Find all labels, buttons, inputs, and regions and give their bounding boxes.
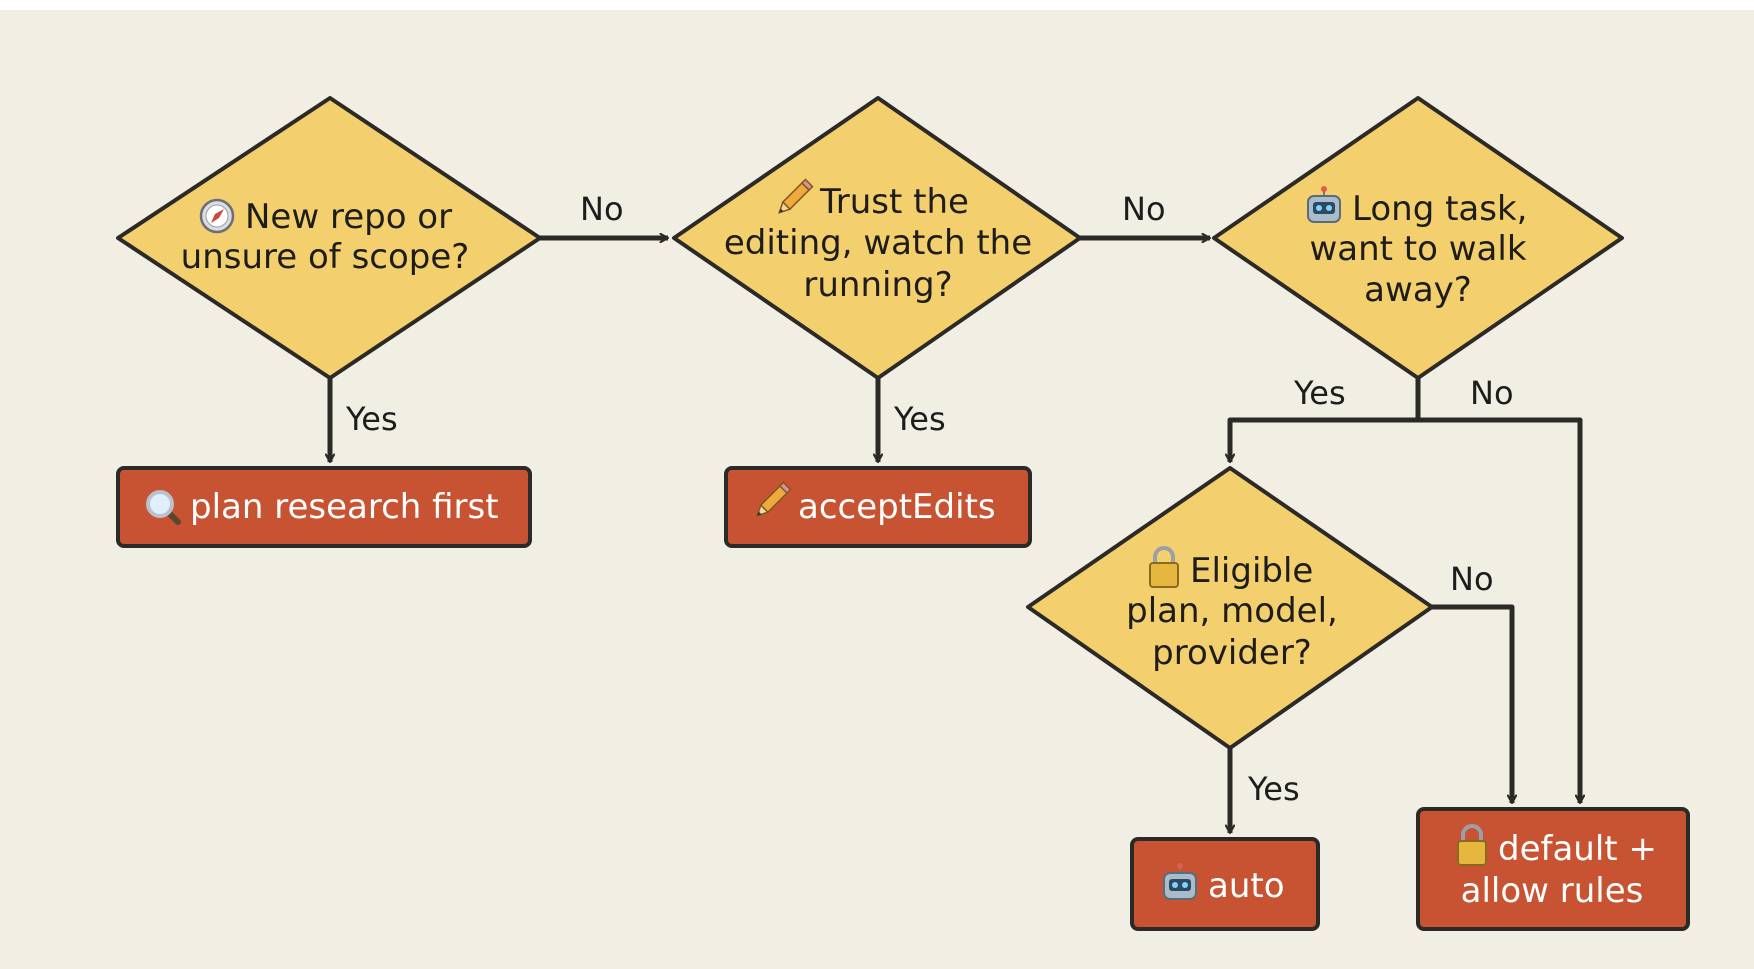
decision-text-line: New repo or bbox=[245, 197, 452, 237]
edge-labels: No Yes No Yes Yes No No Yes bbox=[345, 190, 1514, 808]
decision-text-line: want to walk bbox=[1309, 229, 1526, 269]
decision-eligible-text: Eligible plan, model, provider? bbox=[1126, 551, 1338, 673]
robot-icon bbox=[1307, 186, 1341, 223]
decision-long-task-text: Long task, want to walk away? bbox=[1309, 189, 1527, 310]
decision-long-task bbox=[1212, 96, 1624, 380]
edge-d4-to-o4 bbox=[1432, 604, 1512, 803]
edge-d3-to-o4 bbox=[1415, 378, 1580, 803]
decision-text-line: away? bbox=[1364, 270, 1472, 310]
edge-label-d4-no: No bbox=[1450, 560, 1494, 598]
outcome-default-allow-line2: allow rules bbox=[1461, 871, 1644, 911]
connectors bbox=[330, 238, 1580, 833]
decision-trust-editing bbox=[672, 96, 1082, 380]
decision-text-line: unsure of scope? bbox=[181, 237, 470, 277]
robot-icon bbox=[1163, 863, 1197, 900]
outcome-auto bbox=[1130, 837, 1320, 931]
decision-text-line: Long task, bbox=[1352, 189, 1527, 229]
decision-text-line: editing, watch the bbox=[724, 223, 1032, 263]
decision-trust-editing-text: Trust the editing, watch the running? bbox=[724, 182, 1032, 305]
lock-icon bbox=[1457, 824, 1487, 866]
decision-text-line: running? bbox=[803, 265, 952, 305]
edge-label-d3-yes: Yes bbox=[1293, 374, 1346, 412]
decision-text-line: provider? bbox=[1152, 633, 1312, 673]
decision-text-line: Eligible bbox=[1190, 551, 1313, 591]
edge-label-d2-no: No bbox=[1122, 190, 1166, 228]
decision-text-line: Trust the bbox=[819, 182, 969, 222]
outcome-plan-research-label: plan research first bbox=[190, 487, 499, 527]
pencil-icon bbox=[756, 481, 792, 517]
outcome-accept-edits-label: acceptEdits bbox=[798, 487, 996, 527]
decision-new-repo bbox=[116, 96, 542, 380]
edge-label-d1-no: No bbox=[580, 190, 624, 228]
outcome-accept-edits bbox=[724, 466, 1032, 548]
outcome-default-allow-line1: default + bbox=[1498, 829, 1657, 869]
pencil-icon bbox=[778, 178, 814, 214]
decision-eligible bbox=[1026, 466, 1434, 750]
edge-label-d2-yes: Yes bbox=[893, 400, 946, 438]
magnifier-icon bbox=[146, 490, 181, 525]
edge-label-d1-yes: Yes bbox=[345, 400, 398, 438]
outcome-default-allow bbox=[1416, 807, 1690, 931]
outcome-auto-label: auto bbox=[1208, 866, 1285, 906]
compass-icon bbox=[199, 198, 235, 234]
edge-label-d3-no: No bbox=[1470, 374, 1514, 412]
decision-text-line: plan, model, bbox=[1126, 591, 1338, 631]
edge-label-d4-yes: Yes bbox=[1247, 770, 1300, 808]
decision-new-repo-text: New repo or unsure of scope? bbox=[181, 197, 470, 277]
outcome-plan-research bbox=[116, 466, 532, 548]
lock-icon bbox=[1149, 546, 1179, 588]
